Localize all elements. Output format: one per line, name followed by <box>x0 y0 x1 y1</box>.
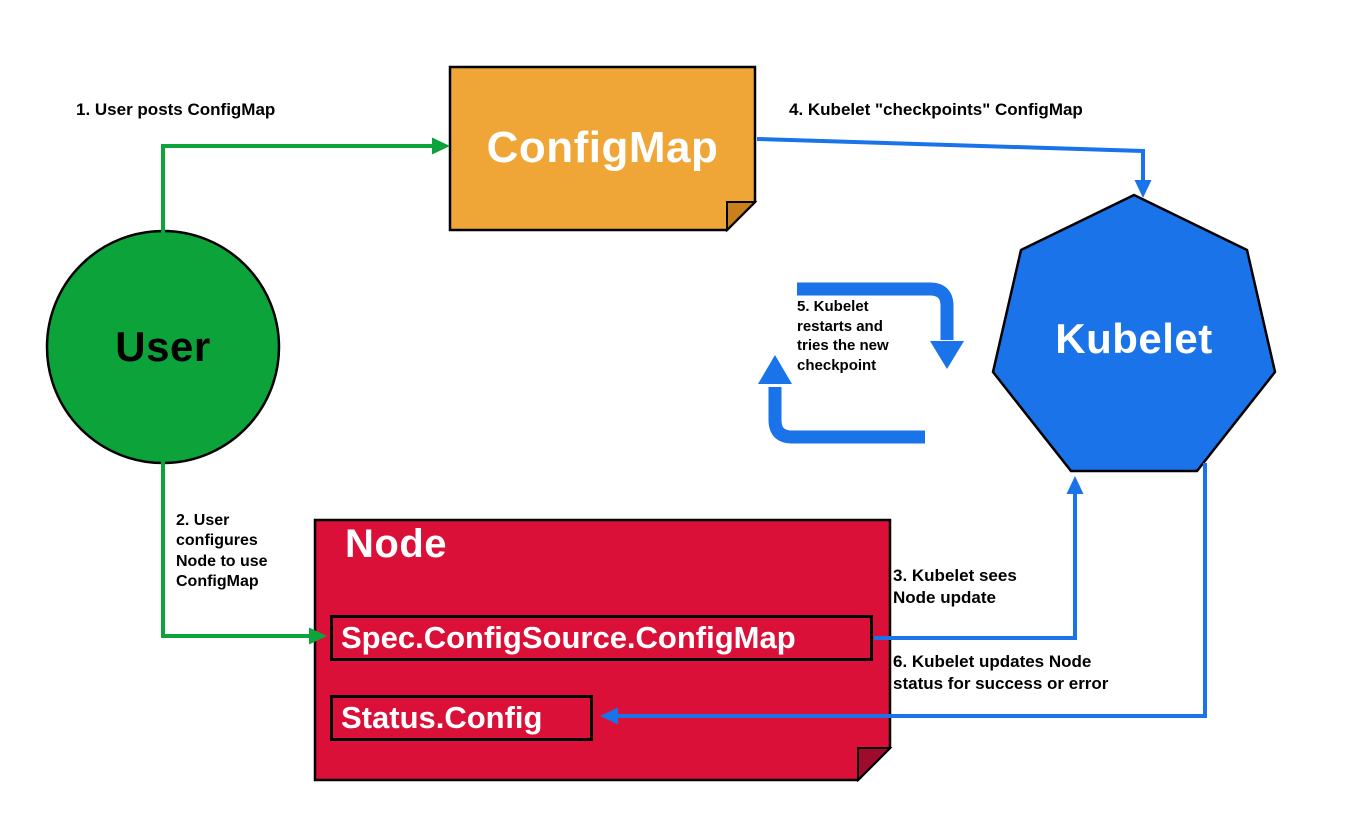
kubelet-label: Kubelet <box>1055 315 1213 362</box>
user-label: User <box>115 323 211 370</box>
arrow-step2-line <box>161 461 311 638</box>
step4-label: 4. Kubelet "checkpoints" ConfigMap <box>789 100 1083 119</box>
step1-label: 1. User posts ConfigMap <box>76 100 276 119</box>
arrow-step1-line <box>161 144 434 233</box>
configmap-label: ConfigMap <box>486 122 719 172</box>
kubelet-shape <box>991 193 1277 473</box>
restart-loop-up-arrowhead <box>758 355 792 384</box>
arrow-step6-line <box>616 463 1207 718</box>
step6-label: 6. Kubelet updates Node status for succe… <box>893 652 1109 693</box>
arrow-step2-head <box>309 627 327 645</box>
node-status-config-box: Status.Config <box>330 695 593 741</box>
arrow-step1-head <box>432 137 450 155</box>
arrow-step3-head <box>1066 476 1084 494</box>
node-label: Node <box>345 522 447 566</box>
step2-label: 2. User configures Node to use ConfigMap <box>176 512 268 591</box>
step5-label: 5. Kubelet restarts and tries the new ch… <box>797 298 889 374</box>
configmap-fold-corner <box>726 201 758 233</box>
node-fold-corner <box>857 747 893 783</box>
restart-loop-down-arrowhead <box>930 341 964 369</box>
arrow-step3-line <box>874 492 1077 640</box>
arrow-step4-line <box>756 137 1145 182</box>
arrow-step6-head <box>600 707 618 725</box>
step3-label: 3. Kubelet sees Node update <box>893 566 1017 607</box>
restart-loop-top-arc <box>797 282 954 340</box>
node-spec-configsource-box: Spec.ConfigSource.ConfigMap <box>330 615 873 661</box>
arrow-step4-head <box>1134 180 1152 198</box>
restart-loop-bottom-arc <box>768 387 925 444</box>
